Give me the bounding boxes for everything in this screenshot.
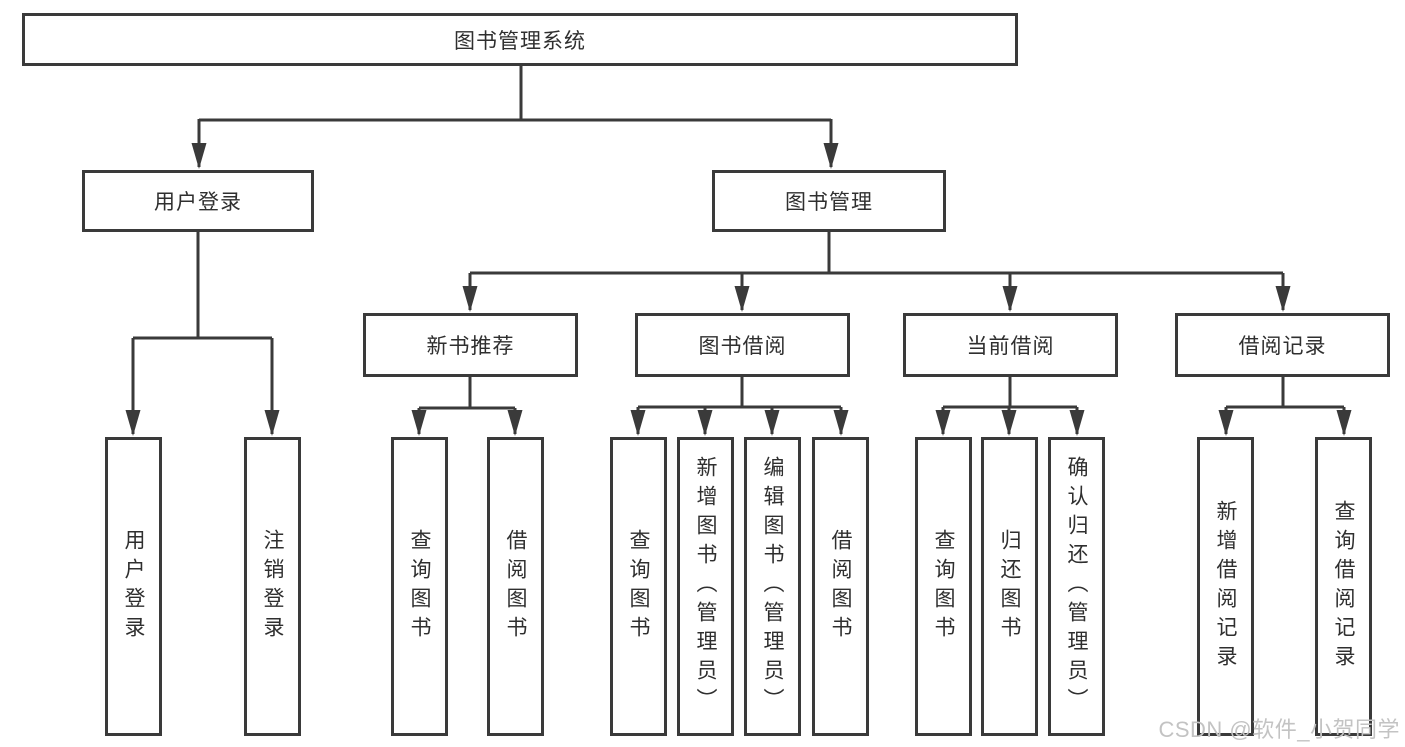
leaf-user-login-label: 用户登录 — [122, 528, 145, 645]
node-borrowing-records-label: 借阅记录 — [1238, 335, 1327, 358]
node-book-management: 图书管理 — [712, 170, 946, 232]
leaf-logout-label: 注销登录 — [261, 528, 284, 645]
node-user-login: 用户登录 — [82, 170, 314, 232]
leaf-borrow-query-books: 查询图书 — [610, 437, 667, 736]
leaf-borrow-edit-books-admin-label: 编辑图书（管理员） — [761, 456, 784, 717]
leaf-user-login: 用户登录 — [105, 437, 162, 736]
leaf-borrow-borrow-books: 借阅图书 — [812, 437, 869, 736]
node-borrowing-records: 借阅记录 — [1175, 313, 1390, 377]
csdn-watermark: CSDN @软件_小贺同学 — [1158, 717, 1400, 742]
node-root-system: 图书管理系统 — [22, 13, 1018, 66]
leaf-current-confirm-return-admin-label: 确认归还（管理员） — [1065, 456, 1088, 717]
leaf-rec-borrow-books: 借阅图书 — [487, 437, 544, 736]
leaf-records-query-record-label: 查询借阅记录 — [1332, 499, 1355, 674]
leaf-rec-query-books-label: 查询图书 — [408, 528, 431, 645]
node-book-borrowing-label: 图书借阅 — [698, 335, 787, 358]
leaf-borrow-edit-books-admin: 编辑图书（管理员） — [744, 437, 801, 736]
leaf-borrow-borrow-books-label: 借阅图书 — [829, 528, 852, 645]
node-book-borrowing: 图书借阅 — [635, 313, 850, 377]
leaf-records-add-record: 新增借阅记录 — [1197, 437, 1254, 736]
leaf-borrow-query-books-label: 查询图书 — [627, 528, 650, 645]
leaf-current-return-books-label: 归还图书 — [998, 528, 1021, 645]
node-user-login-label: 用户登录 — [154, 191, 242, 214]
leaf-borrow-add-books-admin: 新增图书（管理员） — [677, 437, 734, 736]
leaf-current-query-books-label: 查询图书 — [932, 528, 955, 645]
node-book-management-label: 图书管理 — [785, 191, 873, 214]
node-current-borrowing: 当前借阅 — [903, 313, 1118, 377]
leaf-logout: 注销登录 — [244, 437, 301, 736]
leaf-rec-borrow-books-label: 借阅图书 — [504, 528, 527, 645]
leaf-rec-query-books: 查询图书 — [391, 437, 448, 736]
leaf-borrow-add-books-admin-label: 新增图书（管理员） — [694, 456, 717, 717]
leaf-current-confirm-return-admin: 确认归还（管理员） — [1048, 437, 1105, 736]
node-new-book-recommendation: 新书推荐 — [363, 313, 578, 377]
leaf-records-query-record: 查询借阅记录 — [1315, 437, 1372, 736]
node-new-book-recommendation-label: 新书推荐 — [426, 335, 515, 358]
leaf-records-add-record-label: 新增借阅记录 — [1214, 499, 1237, 674]
leaf-current-return-books: 归还图书 — [981, 437, 1038, 736]
node-root-label: 图书管理系统 — [454, 29, 586, 53]
node-current-borrowing-label: 当前借阅 — [966, 335, 1055, 358]
leaf-current-query-books: 查询图书 — [915, 437, 972, 736]
